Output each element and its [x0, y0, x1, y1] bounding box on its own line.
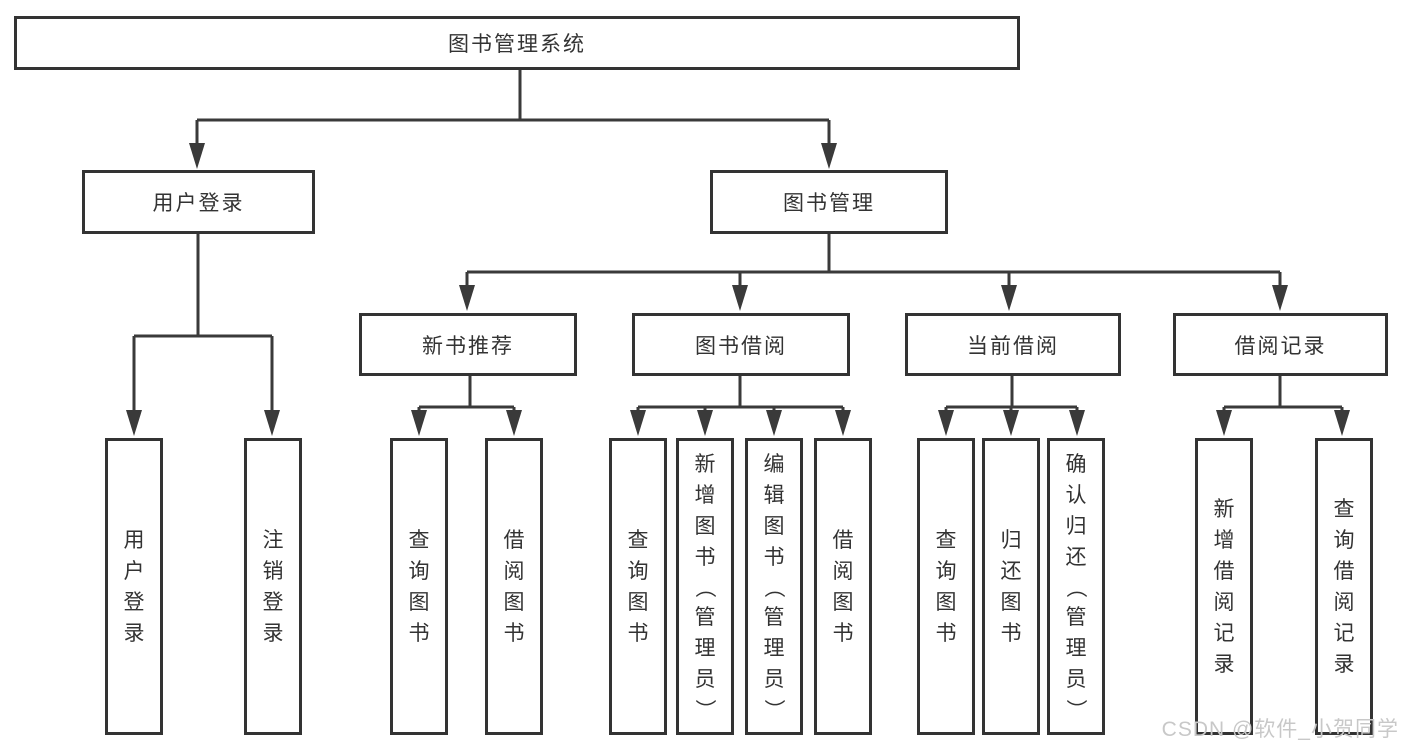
node-label: 新增图书（管理员）	[692, 453, 716, 720]
node-book-management: 图书管理	[710, 170, 948, 234]
node-label: 图书管理	[783, 192, 875, 215]
node-label: 图书借阅	[695, 334, 787, 358]
node-new-book-recommend: 新书推荐	[359, 313, 577, 376]
node-label: 查询图书	[627, 528, 649, 645]
node-label: 确认归还（管理员）	[1063, 453, 1087, 720]
node-borrow-record: 借阅记录	[1173, 313, 1388, 376]
node-leaf-query-borrow-record: 查询借阅记录	[1315, 438, 1373, 735]
node-label: 用户登录	[123, 528, 145, 645]
node-label: 当前借阅	[967, 334, 1059, 358]
node-leaf-edit-books-admin: 编辑图书（管理员）	[745, 438, 803, 735]
node-leaf-borrow-books-recommend: 借阅图书	[485, 438, 543, 735]
node-current-borrow: 当前借阅	[905, 313, 1121, 376]
node-label: 借阅图书	[503, 528, 525, 645]
node-label: 新书推荐	[422, 334, 514, 358]
node-leaf-query-books-borrow: 查询图书	[609, 438, 667, 735]
node-label: 图书管理系统	[448, 33, 586, 56]
node-label: 查询借阅记录	[1333, 497, 1355, 676]
node-label: 注销登录	[262, 528, 284, 645]
node-leaf-borrow-books: 借阅图书	[814, 438, 872, 735]
node-system-root: 图书管理系统	[14, 16, 1020, 70]
node-label: 借阅记录	[1234, 334, 1327, 358]
node-label: 新增借阅记录	[1213, 497, 1235, 676]
node-label: 查询图书	[935, 528, 957, 645]
node-label: 用户登录	[152, 192, 245, 215]
node-user-login: 用户登录	[82, 170, 315, 234]
csdn-watermark: CSDN @软件_小贺同学	[1161, 718, 1399, 741]
node-label: 归还图书	[1000, 528, 1022, 645]
arrowheads	[126, 143, 1350, 436]
node-leaf-query-books-recommend: 查询图书	[390, 438, 448, 735]
node-label: 借阅图书	[832, 528, 854, 645]
node-leaf-add-books-admin: 新增图书（管理员）	[676, 438, 734, 735]
node-leaf-return-books: 归还图书	[982, 438, 1040, 735]
node-label: 编辑图书（管理员）	[761, 453, 785, 720]
node-leaf-user-login: 用户登录	[105, 438, 163, 735]
connector-paths	[132, 70, 1344, 411]
node-book-borrow: 图书借阅	[632, 313, 850, 376]
node-label: 查询图书	[408, 528, 430, 645]
node-leaf-add-borrow-record: 新增借阅记录	[1195, 438, 1253, 735]
node-leaf-confirm-return-admin: 确认归还（管理员）	[1047, 438, 1105, 735]
node-leaf-logout: 注销登录	[244, 438, 302, 735]
node-leaf-query-books-current: 查询图书	[917, 438, 975, 735]
